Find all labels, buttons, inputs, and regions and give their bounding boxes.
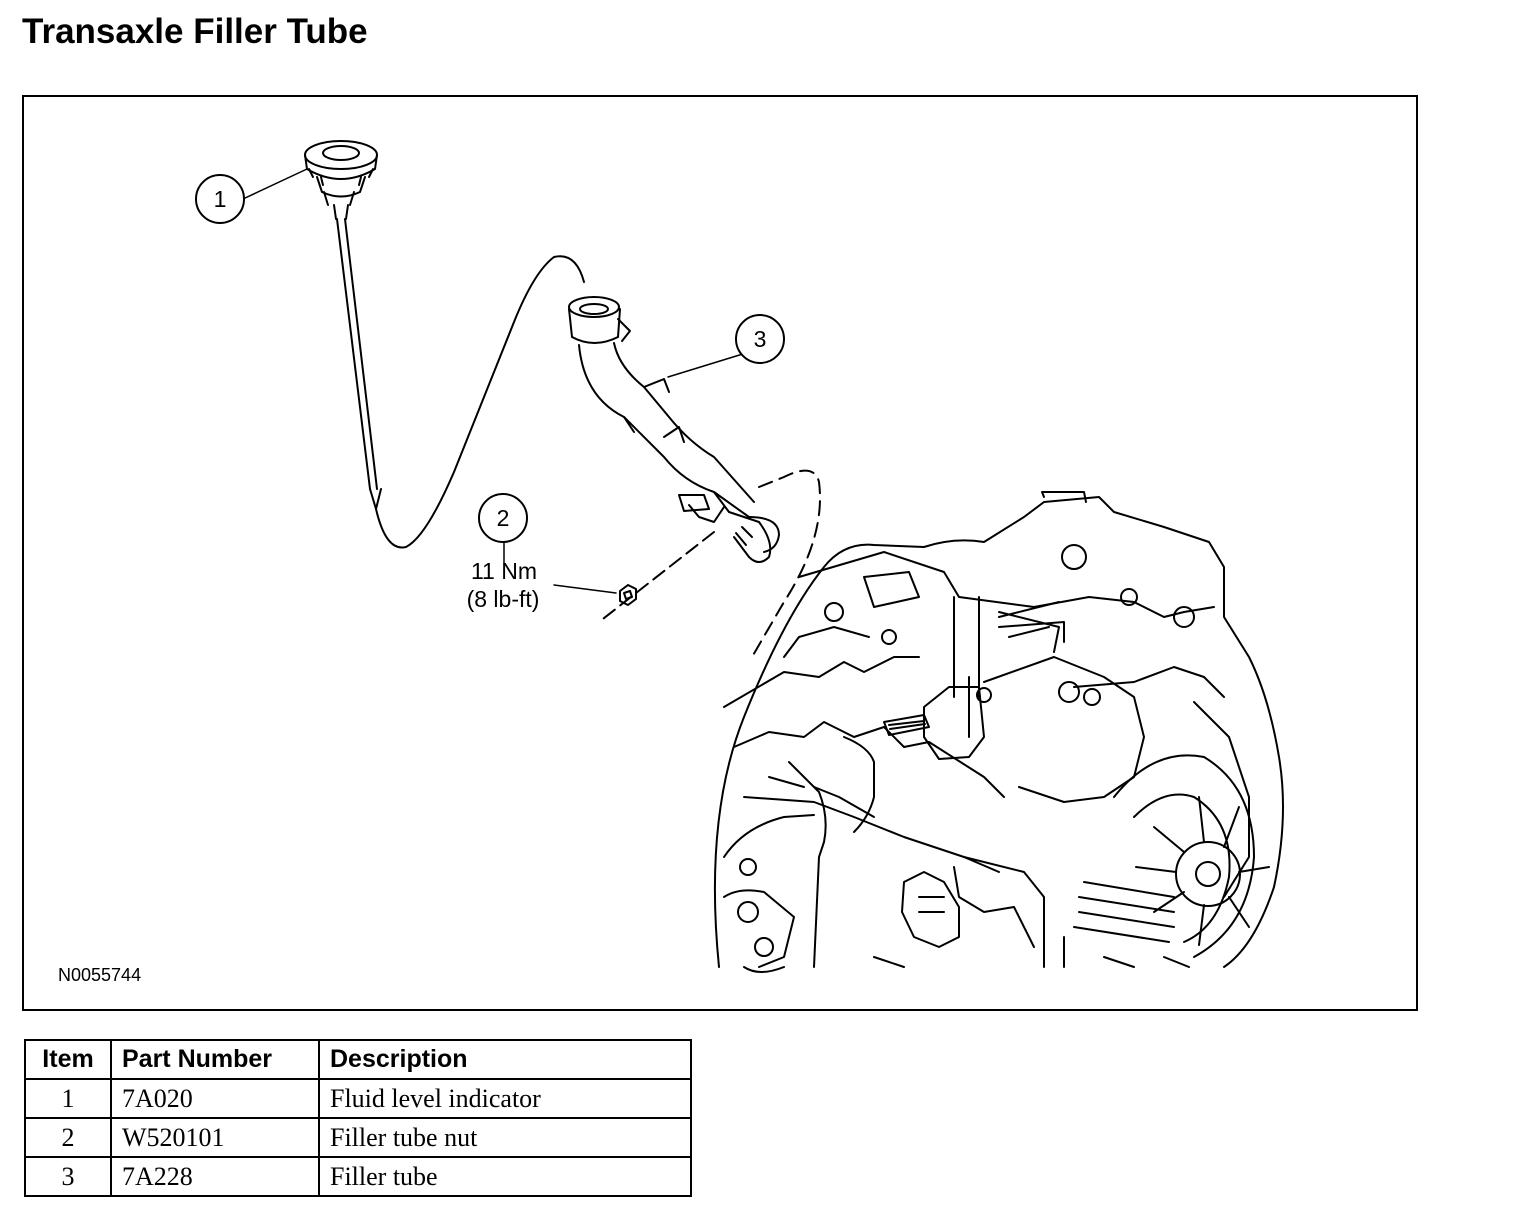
table-row: 2 W520101 Filler tube nut [24, 1117, 692, 1158]
svg-text:3: 3 [754, 326, 767, 352]
cell-item: 1 [24, 1078, 112, 1119]
cell-description: Filler tube nut [318, 1117, 692, 1158]
svg-text:2: 2 [497, 505, 510, 531]
table-row: 1 7A020 Fluid level indicator [24, 1078, 692, 1119]
cell-description: Fluid level indicator [318, 1078, 692, 1119]
torque-lbft-label: (8 lb-ft) [467, 586, 540, 612]
page-title: Transaxle Filler Tube [22, 12, 368, 51]
table-row: 3 7A228 Filler tube [24, 1156, 692, 1197]
figure-id: N0055744 [58, 965, 141, 985]
callout-3: 3 [735, 314, 785, 364]
svg-text:1: 1 [214, 186, 227, 212]
callout-1: 1 [195, 174, 245, 224]
cell-description: Filler tube [318, 1156, 692, 1197]
nut-drawing [619, 584, 637, 606]
header-description: Description [318, 1039, 692, 1080]
torque-nm-label: 11 Nm [471, 558, 537, 584]
exploded-view-drawing: 1 2 3 11 Nm (8 lb-ft) N0055744 [58, 140, 1284, 985]
header-item: Item [24, 1039, 112, 1080]
callout-2: 2 [478, 493, 528, 543]
cell-part-number: 7A020 [110, 1078, 320, 1119]
transaxle-drawing [713, 491, 1284, 973]
table-header-row: Item Part Number Description [24, 1039, 692, 1080]
cell-item: 3 [24, 1156, 112, 1197]
figure-frame: 1 2 3 11 Nm (8 lb-ft) N0055744 [22, 95, 1418, 1011]
header-part-number: Part Number [110, 1039, 320, 1080]
cell-item: 2 [24, 1117, 112, 1158]
parts-table: Item Part Number Description 1 7A020 Flu… [24, 1039, 692, 1197]
dipstick-drawing [304, 140, 585, 549]
filler-tube-drawing [568, 296, 780, 563]
cell-part-number: 7A228 [110, 1156, 320, 1197]
cell-part-number: W520101 [110, 1117, 320, 1158]
